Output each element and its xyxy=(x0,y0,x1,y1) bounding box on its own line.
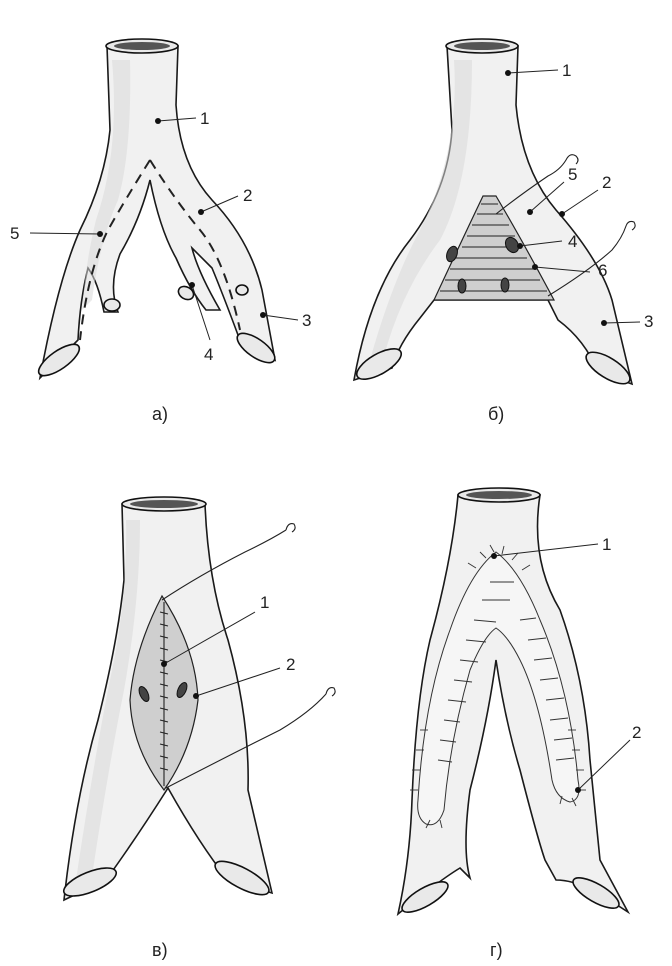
svg-text:3: 3 xyxy=(644,312,653,331)
panel-v: 1 2 в) xyxy=(60,497,335,960)
svg-text:2: 2 xyxy=(602,173,611,192)
panel-a-caption: а) xyxy=(152,404,168,424)
svg-text:4: 4 xyxy=(204,345,213,364)
svg-text:4: 4 xyxy=(568,232,577,251)
svg-text:2: 2 xyxy=(286,655,295,674)
svg-text:2: 2 xyxy=(632,723,641,742)
panel-g: 1 2 г) xyxy=(398,488,641,960)
panel-b-label-2: 2 xyxy=(559,173,611,217)
svg-text:2: 2 xyxy=(243,186,252,205)
panel-b-caption: б) xyxy=(488,404,504,424)
panel-b: 1 2 3 4 5 6 б) xyxy=(352,39,653,424)
svg-text:1: 1 xyxy=(200,109,209,128)
svg-text:6: 6 xyxy=(598,261,607,280)
svg-text:1: 1 xyxy=(260,593,269,612)
svg-text:1: 1 xyxy=(602,535,611,554)
svg-text:3: 3 xyxy=(302,311,311,330)
svg-text:1: 1 xyxy=(562,61,571,80)
panel-g-caption: г) xyxy=(490,940,503,960)
panel-a: 1 2 3 4 5 а) xyxy=(10,39,311,424)
svg-text:5: 5 xyxy=(568,165,577,184)
panel-v-caption: в) xyxy=(152,940,168,960)
svg-text:5: 5 xyxy=(10,224,19,243)
